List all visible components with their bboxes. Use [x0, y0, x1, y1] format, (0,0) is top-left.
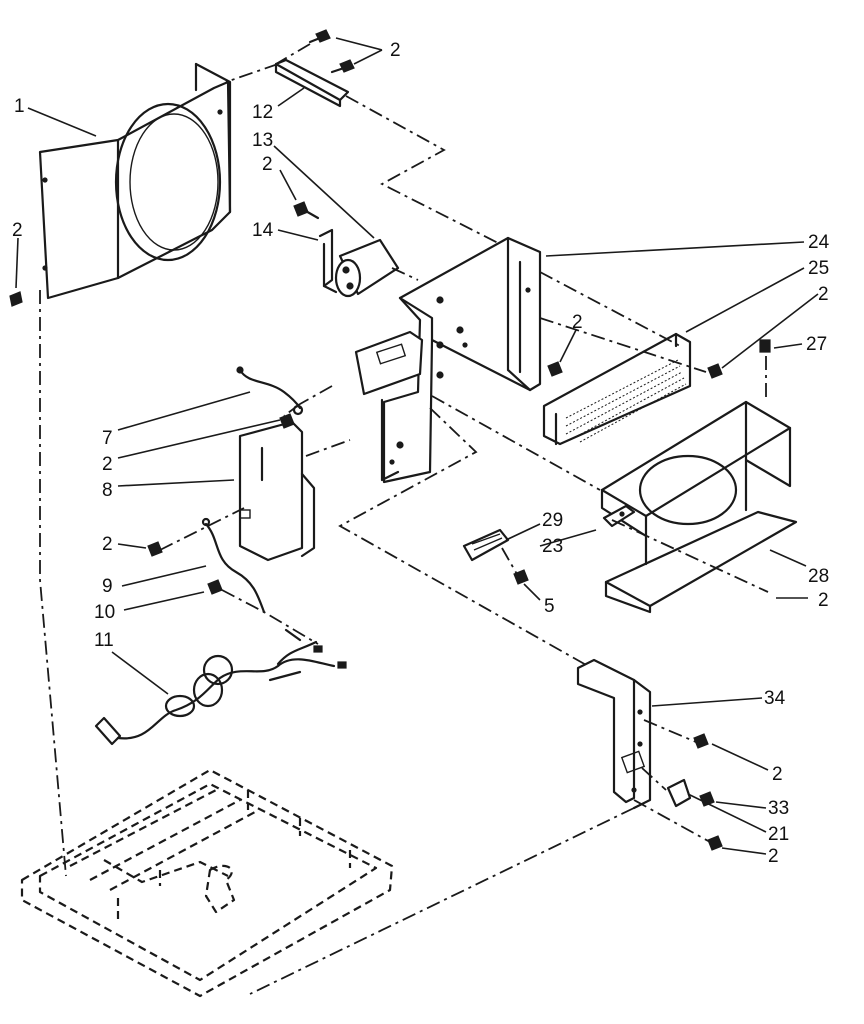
screw-grille [707, 363, 723, 379]
screw-mid [547, 361, 563, 377]
callout-8: 8 [102, 480, 113, 501]
callout-12: 12 [252, 102, 273, 123]
screw-33 [699, 791, 715, 807]
ground-wire-part [236, 366, 304, 416]
callout-2-mid: 2 [572, 312, 583, 333]
screw-left [9, 291, 23, 307]
assembly-lines [39, 43, 769, 995]
side-bracket-part [576, 658, 652, 810]
screw-top-b [330, 59, 355, 74]
screw-27 [759, 339, 771, 353]
callout-9: 9 [102, 576, 113, 597]
callout-2-cap: 2 [262, 154, 273, 175]
screw-top-a [308, 29, 331, 44]
power-cord-part [94, 628, 347, 746]
callout-14: 14 [252, 220, 274, 241]
callout-33: 33 [768, 798, 789, 819]
callout-27: 27 [806, 334, 827, 355]
callout-2-7: 2 [102, 454, 113, 475]
screw-7 [279, 413, 295, 429]
screw-34b [707, 835, 723, 851]
capacitor-bracket-part [318, 228, 338, 294]
callout-10: 10 [94, 602, 115, 623]
clip-21 [666, 778, 692, 808]
callout-labels: 1 2 2 12 13 2 14 24 25 2 2 27 7 2 8 2 29… [12, 40, 830, 867]
callout-2-top: 2 [390, 40, 401, 61]
callout-1: 1 [14, 96, 25, 117]
leader-lines [15, 37, 819, 855]
callout-2-base: 2 [818, 590, 829, 611]
wire-harness-part [201, 517, 266, 614]
callout-23: 23 [542, 536, 563, 557]
callout-2-left: 2 [12, 220, 23, 241]
callout-34: 34 [764, 688, 786, 709]
callout-7: 7 [102, 428, 113, 449]
switch-part [462, 528, 510, 562]
front-grille-part [542, 332, 692, 446]
callout-13: 13 [252, 130, 273, 151]
mounting-strip-part [274, 58, 350, 108]
callout-29: 29 [542, 510, 563, 531]
capacitor-part [334, 238, 400, 298]
callout-28: 28 [808, 566, 829, 587]
callout-2-right: 2 [818, 284, 829, 305]
fan-shroud-part [38, 62, 232, 300]
base-pan-outline [20, 768, 394, 998]
callout-24: 24 [808, 232, 830, 253]
control-bracket-part [354, 236, 542, 484]
callout-5: 5 [544, 596, 555, 617]
terminal-bracket-part [238, 420, 316, 562]
screw-capacitor [293, 201, 320, 220]
callout-21: 21 [768, 824, 789, 845]
callout-2-34a: 2 [772, 764, 783, 785]
callout-2-8: 2 [102, 534, 113, 555]
blower-base-part [600, 400, 798, 614]
callout-11: 11 [94, 630, 114, 651]
screw-8 [147, 541, 163, 557]
screw-10 [207, 579, 223, 595]
screw-34a [693, 733, 709, 749]
callout-25: 25 [808, 258, 829, 279]
support-bracket-part [602, 504, 636, 528]
callout-2-34b: 2 [768, 846, 779, 867]
